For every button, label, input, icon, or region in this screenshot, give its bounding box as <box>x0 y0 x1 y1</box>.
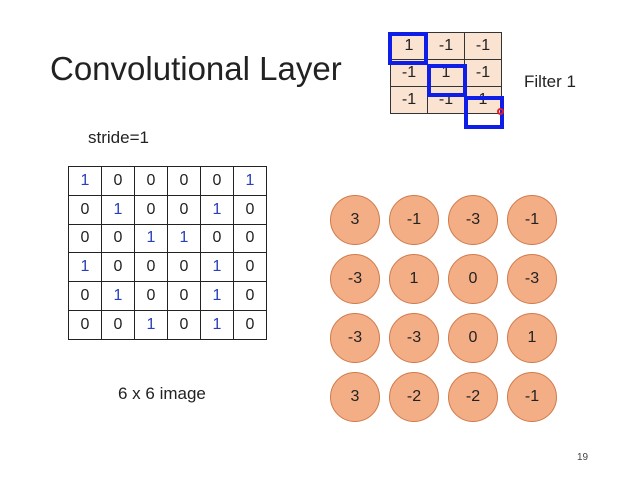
image-cell: 0 <box>134 281 168 311</box>
feature-map-value: -3 <box>330 313 380 363</box>
feature-map-value: 3 <box>330 195 380 245</box>
image-cell: 1 <box>134 309 168 340</box>
image-cell: 0 <box>68 281 102 311</box>
image-cell: 0 <box>134 166 168 196</box>
image-cell: 0 <box>134 252 168 283</box>
image-cell: 0 <box>233 309 267 340</box>
image-cell: 0 <box>233 281 267 311</box>
image-cell: 0 <box>101 166 135 196</box>
feature-map-value: -1 <box>507 372 557 422</box>
image-cell: 0 <box>101 223 135 254</box>
image-cell: 1 <box>101 194 135 225</box>
feature-map-value: -3 <box>448 195 498 245</box>
image-cell: 1 <box>167 223 201 254</box>
image-cell: 0 <box>233 223 267 254</box>
filter-label: Filter 1 <box>524 72 576 91</box>
filter-cell: 1 <box>464 86 502 114</box>
page-number: 19 <box>577 452 589 463</box>
feature-map-value: 1 <box>389 254 439 304</box>
image-caption: 6 x 6 image <box>118 384 206 403</box>
image-cell: 0 <box>101 309 135 340</box>
feature-map-value: 0 <box>448 313 498 363</box>
filter-cell: -1 <box>390 86 428 114</box>
image-cell: 1 <box>101 281 135 311</box>
image-cell: 0 <box>167 309 201 340</box>
feature-map-value: -2 <box>448 372 498 422</box>
feature-map-value: -1 <box>507 195 557 245</box>
image-cell: 1 <box>200 194 234 225</box>
image-cell: 1 <box>200 252 234 283</box>
image-cell: 1 <box>68 166 102 196</box>
filter-cell: -1 <box>427 86 465 114</box>
image-cell: 0 <box>68 223 102 254</box>
stride-label: stride=1 <box>88 128 149 147</box>
filter-cell: 1 <box>427 59 465 87</box>
filter-cell: -1 <box>464 59 502 87</box>
image-cell: 1 <box>200 309 234 340</box>
slide-title: Convolutional Layer <box>50 50 342 87</box>
filter-cell: 1 <box>390 32 428 60</box>
image-cell: 0 <box>68 309 102 340</box>
filter-cell: -1 <box>427 32 465 60</box>
image-cell: 0 <box>200 223 234 254</box>
image-cell: 0 <box>167 281 201 311</box>
image-cell: 0 <box>233 252 267 283</box>
image-cell: 0 <box>68 194 102 225</box>
image-cell: 0 <box>167 194 201 225</box>
image-cell: 1 <box>200 281 234 311</box>
feature-map-value: 1 <box>507 313 557 363</box>
image-cell: 1 <box>233 166 267 196</box>
filter-row: 1-1-1 <box>390 32 502 60</box>
feature-map-value: -2 <box>389 372 439 422</box>
feature-map-value: -3 <box>389 313 439 363</box>
image-cell: 0 <box>233 194 267 225</box>
feature-map-value: 0 <box>448 254 498 304</box>
image-cell: 0 <box>167 166 201 196</box>
pointer-dot <box>497 108 504 115</box>
feature-map-value: -3 <box>330 254 380 304</box>
feature-map-value: 3 <box>330 372 380 422</box>
filter-cell: -1 <box>464 32 502 60</box>
image-cell: 0 <box>101 252 135 283</box>
image-cell: 0 <box>200 166 234 196</box>
image-cell: 1 <box>134 223 168 254</box>
image-cell: 1 <box>68 252 102 283</box>
image-cell: 0 <box>167 252 201 283</box>
image-cell: 0 <box>134 194 168 225</box>
filter-cell: -1 <box>390 59 428 87</box>
feature-map-value: -1 <box>389 195 439 245</box>
feature-map-value: -3 <box>507 254 557 304</box>
